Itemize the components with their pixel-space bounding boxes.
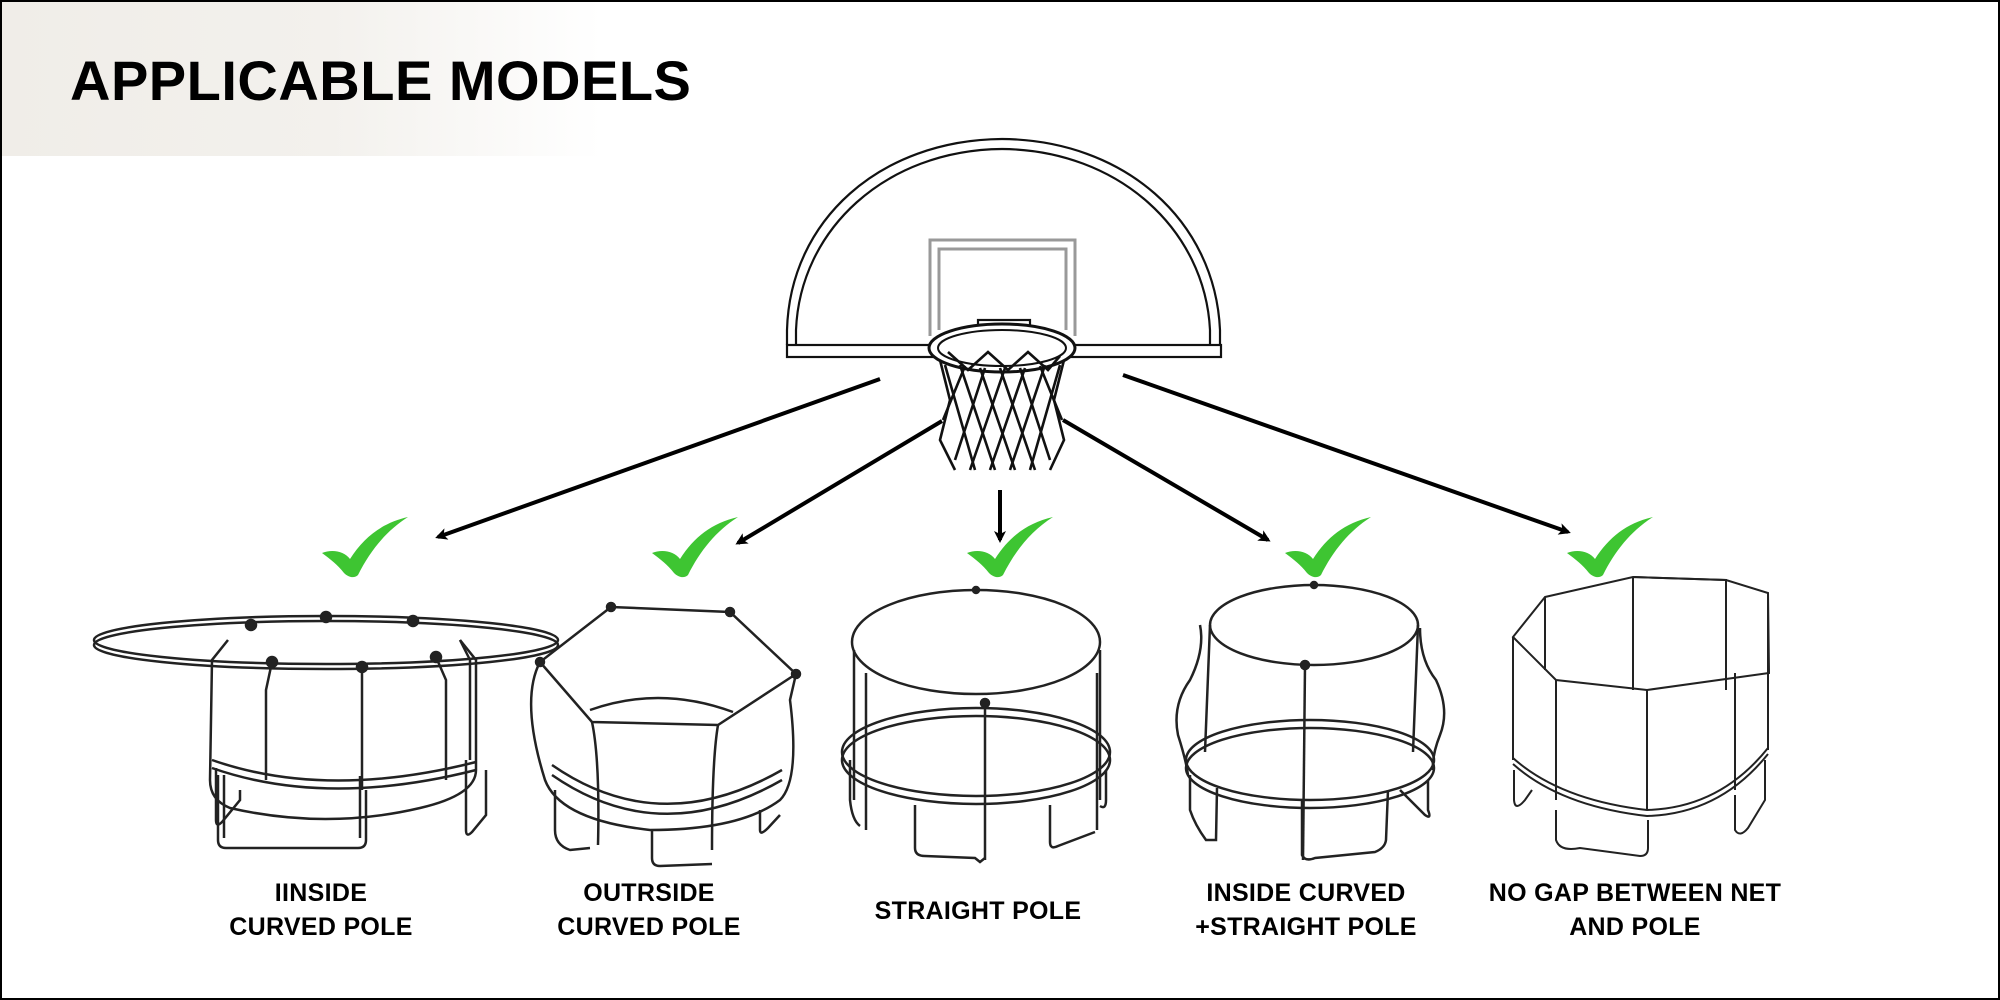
basketball-hoop-icon	[785, 137, 1223, 471]
arrow-1	[435, 377, 881, 540]
trampoline-inside-curved-straight-pole-icon	[1175, 580, 1446, 861]
trampoline-no-gap-net-pole-icon	[1511, 575, 1771, 858]
model-label-line1: IINSIDE	[274, 879, 368, 907]
page-title: APPLICABLE MODELS	[70, 49, 692, 112]
arrows	[435, 373, 1571, 545]
model-label-line1: STRAIGHT POLE	[874, 897, 1082, 925]
model-label-line1: OUTRSIDE	[583, 879, 715, 907]
arrow-4	[1061, 418, 1271, 542]
model-label-line2: +STRAIGHT POLE	[1195, 913, 1417, 941]
model-label-line1: NO GAP BETWEEN NET	[1488, 879, 1782, 907]
model-label-no-gap: NO GAP BETWEEN NET AND POLE	[1460, 876, 1810, 944]
checkmark-icon	[652, 517, 738, 578]
trampoline-straight-pole-icon	[840, 585, 1112, 864]
trampoline-inside-curved-pole-icon	[92, 610, 560, 850]
checkmark-icon	[322, 517, 408, 578]
trampoline-outside-curved-pole-icon	[529, 601, 802, 868]
model-label-inside-curved-straight-pole: INSIDE CURVED +STRAIGHT POLE	[1156, 876, 1456, 944]
model-label-line2: CURVED POLE	[229, 913, 413, 941]
checkmark-icon	[1567, 517, 1653, 578]
model-label-line2: AND POLE	[1569, 913, 1701, 941]
arrow-2	[735, 419, 944, 545]
model-label-straight-pole: STRAIGHT POLE	[828, 894, 1128, 928]
model-label-line1: INSIDE CURVED	[1206, 879, 1406, 907]
arrow-5	[1122, 373, 1571, 535]
model-label-inside-curved-pole: IINSIDE CURVED POLE	[171, 876, 471, 944]
title-band	[2, 2, 602, 156]
checkmark-icon	[967, 517, 1053, 578]
checkmark-icon	[1285, 517, 1371, 578]
model-label-outside-curved-pole: OUTRSIDE CURVED POLE	[499, 876, 799, 944]
model-label-line2: CURVED POLE	[557, 913, 741, 941]
